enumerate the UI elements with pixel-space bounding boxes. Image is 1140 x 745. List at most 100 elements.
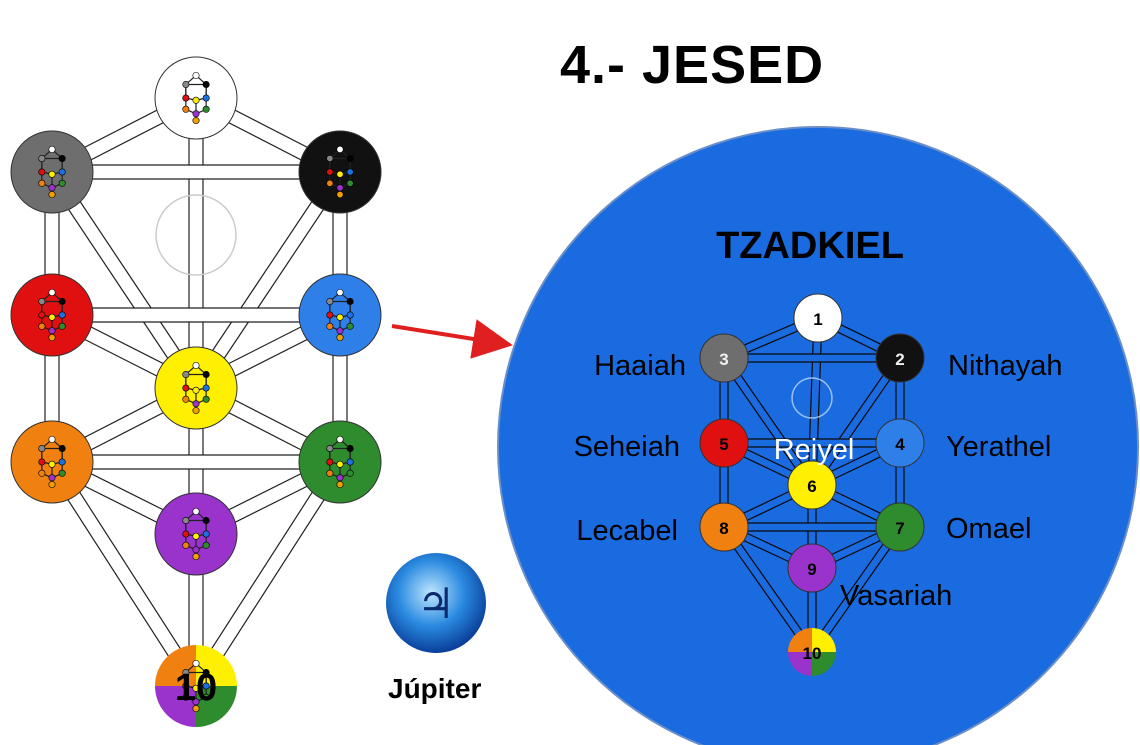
- mini-tree-dot: [336, 474, 344, 482]
- mini-tree-dot: [182, 80, 190, 88]
- mini-tree-dot: [182, 105, 190, 113]
- mini-tree-dot: [182, 693, 190, 701]
- mini-tree-dot: [182, 541, 190, 549]
- mini-tree-dot: [192, 698, 200, 706]
- sephira-quadrant: [812, 652, 836, 676]
- mini-tree-dot: [326, 458, 334, 466]
- angel-label-9: Vasariah: [840, 580, 952, 612]
- sephira-number: 9: [807, 560, 816, 579]
- mini-tree-dot: [192, 71, 200, 79]
- mini-tree-icon: [326, 145, 354, 199]
- mini-tree-dot: [346, 168, 354, 176]
- tree-path: [723, 353, 901, 363]
- mini-tree-dot: [182, 384, 190, 392]
- mini-tree-dot: [202, 682, 210, 690]
- mini-tree-dot: [192, 507, 200, 515]
- mini-tree-dot: [58, 311, 66, 319]
- angel-label-2: Nithayah: [948, 350, 1062, 382]
- mini-tree-dot: [182, 395, 190, 403]
- sephira-3: [699, 333, 749, 383]
- mini-tree-dot: [326, 469, 334, 477]
- mini-tree-dot: [202, 395, 210, 403]
- mini-tree-dot: [336, 288, 344, 296]
- mini-tree-dot: [326, 297, 334, 305]
- mini-tree-dot: [336, 145, 344, 153]
- mini-tree-icon: [182, 71, 210, 125]
- mini-tree-dot: [58, 322, 66, 330]
- mini-tree-dot: [48, 334, 56, 342]
- mini-tree-dot: [192, 386, 200, 394]
- angel-label-7: Omael: [946, 513, 1031, 545]
- mini-tree-dot: [192, 532, 200, 540]
- mini-tree-dot: [38, 469, 46, 477]
- mini-tree-dot: [192, 684, 200, 692]
- sephira-number: 10: [175, 667, 217, 709]
- mini-tree-dot: [346, 444, 354, 452]
- sephira-8: [699, 502, 749, 552]
- sephira-number: 5: [719, 435, 728, 454]
- mini-tree-dot: [326, 179, 334, 187]
- mini-tree-dot: [58, 179, 66, 187]
- sephira-1: [793, 293, 843, 343]
- sephira-10: [788, 628, 836, 676]
- sephira-number: 10: [803, 644, 822, 663]
- tree-path: [188, 97, 204, 389]
- sephira-quadrant: [788, 628, 812, 652]
- mini-tree-dot: [48, 170, 56, 178]
- mini-tree-dot: [202, 693, 210, 701]
- sephira-7: [875, 502, 925, 552]
- mini-tree-icon: [38, 435, 66, 489]
- angel-label-3: Haaiah: [594, 350, 686, 382]
- sephira-2: [875, 333, 925, 383]
- mini-tree-dot: [182, 668, 190, 676]
- mini-tree-dot: [192, 546, 200, 554]
- mini-tree-icon: [38, 145, 66, 199]
- mini-tree-dot: [38, 458, 46, 466]
- mini-tree-dot: [58, 444, 66, 452]
- mini-tree-dot: [336, 184, 344, 192]
- sephira-quadrant: [812, 628, 836, 652]
- page-title: 4.- JESED: [560, 35, 825, 95]
- angel-label-6: Reiyel: [774, 434, 855, 466]
- jupiter-planet-icon: [386, 553, 486, 653]
- sephira-number: 1: [813, 310, 822, 329]
- mini-tree-dot: [58, 154, 66, 162]
- tree-path: [51, 307, 341, 323]
- mini-tree-dot: [192, 705, 200, 713]
- left-tree-of-life: 10: [10, 56, 382, 727]
- mini-tree-dot: [326, 168, 334, 176]
- mini-tree-dot: [346, 311, 354, 319]
- sephira-quadrant: [788, 652, 812, 676]
- mini-tree-dot: [192, 110, 200, 118]
- mini-tree-dot: [326, 154, 334, 162]
- mini-tree-dot: [192, 361, 200, 369]
- angel-label-5: Seheiah: [574, 431, 680, 463]
- mini-tree-dot: [182, 682, 190, 690]
- angel-label-4: Yerathel: [946, 431, 1051, 463]
- mini-tree-dot: [48, 191, 56, 199]
- mini-tree-dot: [202, 541, 210, 549]
- mini-tree-dot: [58, 469, 66, 477]
- jupiter-symbol-icon: ♃: [417, 579, 455, 628]
- mini-tree-dot: [202, 94, 210, 102]
- mini-tree-dot: [48, 313, 56, 321]
- mini-tree-icon: [182, 659, 210, 713]
- sephira-9: [787, 543, 837, 593]
- mini-tree-icon: [38, 288, 66, 342]
- mini-tree-dot: [202, 384, 210, 392]
- mini-tree-icon: [326, 435, 354, 489]
- mini-tree-dot: [38, 179, 46, 187]
- daath-circle: [155, 194, 237, 276]
- tree-path: [723, 522, 901, 532]
- mini-tree-dot: [346, 179, 354, 187]
- planet-label: Júpiter: [388, 673, 482, 704]
- mini-tree-dot: [58, 297, 66, 305]
- mini-tree-dot: [192, 117, 200, 125]
- sephira-5: [699, 418, 749, 468]
- mini-tree-dot: [182, 530, 190, 538]
- mini-tree-dot: [48, 481, 56, 489]
- sephira-number: 2: [895, 350, 904, 369]
- mini-tree-dot: [192, 407, 200, 415]
- mini-tree-dot: [202, 80, 210, 88]
